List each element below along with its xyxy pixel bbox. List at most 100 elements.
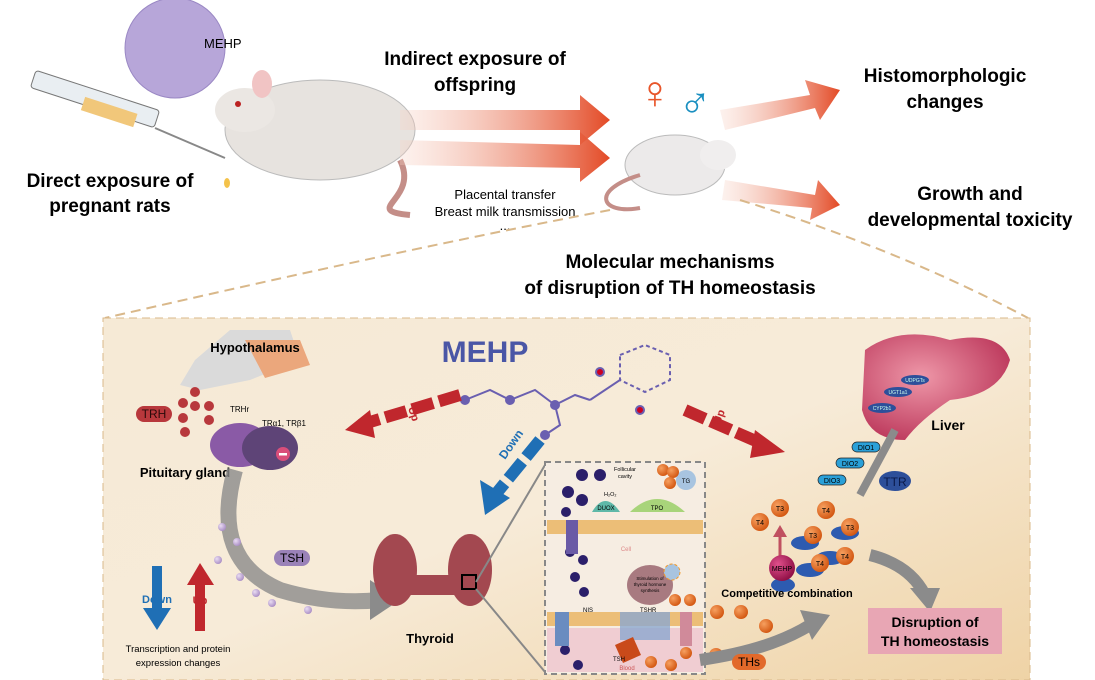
- cell-tsh-label: TSH: [613, 657, 625, 663]
- mehp-ball-label: MEHP: [772, 566, 793, 573]
- indirect-exposure-label-2: offspring: [434, 75, 516, 96]
- cell-synthesis-label: Stimulation of: [636, 576, 664, 581]
- disruption-label-2: TH homeostasis: [881, 633, 989, 649]
- route-placental: Placental transfer: [454, 187, 556, 202]
- legend-up-label: Up: [193, 595, 208, 607]
- legend-caption-2: expression changes: [136, 658, 221, 669]
- enzyme-cyp2b1: CYP2b1: [873, 406, 892, 412]
- offspring-rat: [604, 134, 736, 212]
- mehp-title: MEHP: [442, 336, 529, 369]
- down-arrow-thyroid: [480, 436, 545, 515]
- ttr-label: TTR: [883, 475, 907, 489]
- syringe: [30, 70, 230, 188]
- tsh-flow-arrow: [220, 467, 381, 610]
- liver-arrow: [856, 428, 899, 497]
- mehp-binding-arrowhead: [773, 525, 787, 537]
- mechanisms-title: Molecular mechanisms: [565, 252, 774, 273]
- cell-label: Cell: [621, 547, 631, 553]
- zoom-line-right: [739, 199, 1029, 319]
- cell-blood-label: Blood: [619, 666, 634, 672]
- tsh-badge: [274, 550, 310, 566]
- thyroid-label: Thyroid: [406, 631, 454, 646]
- legend-down-label: Down: [142, 594, 172, 606]
- dio-badges: [817, 441, 881, 486]
- hormone-label: T4: [816, 561, 824, 568]
- up-label-pituitary: Up: [405, 405, 421, 423]
- up-arrow-pituitary: [345, 389, 462, 438]
- outcome-histomorphologic: Histomorphologic: [864, 66, 1027, 87]
- cell-synthesis-label-2: thyroid hormone: [634, 582, 667, 587]
- cell-duox-label: DUOX: [597, 506, 614, 512]
- up-label-liver: Up: [712, 408, 728, 426]
- direct-exposure-label: Direct exposure of: [27, 171, 194, 192]
- enzyme-ugt1a1: UGT1a1: [889, 390, 908, 396]
- hormone-molecules: [751, 499, 859, 572]
- disruption-box: [868, 608, 1002, 654]
- cell-follicular-label-2: cavity: [618, 474, 632, 480]
- ths-label: THs: [738, 655, 760, 669]
- indirect-exposure-label: Indirect exposure of: [384, 49, 566, 70]
- dio1-label: DIO1: [858, 445, 874, 452]
- mehp-bubble-label: MEHP: [204, 36, 242, 51]
- ths-badge: [732, 654, 766, 670]
- legend-up-arrow-icon: [187, 563, 214, 631]
- inset-connector-top: [475, 464, 546, 583]
- cell-follicular-label: Follicular: [614, 467, 636, 473]
- enzyme-udpgts: UDPGTs: [905, 378, 925, 384]
- exposure-arrows: [400, 80, 840, 220]
- hormone-label: T3: [809, 533, 817, 540]
- zoom-line-left: [104, 209, 611, 319]
- thyroid-gland: [373, 534, 492, 606]
- mehp-structure: [460, 343, 671, 440]
- outcome-growth: Growth and: [917, 184, 1023, 205]
- cell-synthesis-label-3: synthesis: [641, 588, 661, 593]
- hormone-label: T4: [822, 508, 830, 515]
- pregnant-rat: [215, 70, 416, 218]
- disruption-label: Disruption of: [891, 614, 978, 630]
- up-arrow-liver: [682, 404, 785, 458]
- cell-tpo-label: TPO: [651, 506, 664, 512]
- hypothalamus-label: Hypothalamus: [210, 340, 300, 355]
- hormone-label: T3: [846, 525, 854, 532]
- mehp-ball: [769, 555, 795, 581]
- cell-nis-label: NIS: [583, 608, 593, 614]
- tsh-particles: [214, 523, 312, 614]
- legend-caption: Transcription and protein: [126, 644, 231, 655]
- hypothalamus-pituitary: [178, 330, 310, 470]
- tr-label: TRα1, TRβ1: [262, 419, 306, 428]
- trh-label: TRH: [142, 407, 167, 421]
- cell-tshr-label: TSHR: [640, 608, 657, 614]
- pituitary-label: Pituitary gland: [140, 465, 230, 480]
- direct-exposure-label-2: pregnant rats: [49, 196, 170, 217]
- liver-label: Liver: [931, 417, 965, 433]
- thyroid-cell-inset: [544, 461, 706, 675]
- tsh-label: TSH: [280, 551, 304, 565]
- liver-enzyme-badges: [868, 375, 929, 413]
- route-etc: ...: [500, 218, 511, 233]
- liver: [862, 334, 1010, 440]
- cell-tg-label: TG: [682, 479, 691, 485]
- competitive-combination-label: Competitive combination: [721, 588, 853, 600]
- mehp-molecule-bubble: [124, 0, 226, 99]
- legend-down-arrow-icon: [143, 566, 171, 630]
- hormone-label: T4: [756, 520, 764, 527]
- male-icon: ♂: [679, 79, 712, 128]
- female-icon: ♀: [638, 66, 673, 118]
- trh-badge: [136, 406, 172, 422]
- ttr-badge: [879, 471, 911, 491]
- ths-arrowhead: [800, 610, 830, 640]
- dio3-label: DIO3: [824, 478, 840, 485]
- outcome-histomorphologic-2: changes: [906, 92, 983, 113]
- mechanisms-title-2: of disruption of TH homeostasis: [524, 278, 815, 299]
- inset-connector-bottom: [475, 588, 546, 673]
- hormone-label: T4: [841, 554, 849, 561]
- disruption-arrowhead: [910, 588, 940, 612]
- ths-arrow: [699, 619, 814, 666]
- route-milk: Breast milk transmission: [435, 204, 576, 219]
- outcome-growth-2: developmental toxicity: [868, 210, 1073, 231]
- cell-h2o2-label: H₂O₂: [604, 492, 617, 498]
- hormone-label: T3: [776, 506, 784, 513]
- trhr-label: TRHr: [230, 405, 249, 414]
